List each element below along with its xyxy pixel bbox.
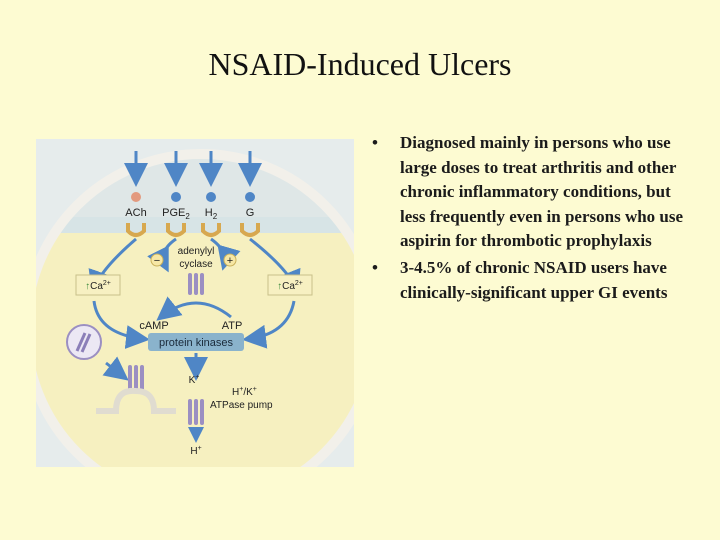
channel-bar-1 [128,365,132,391]
cyclase-bar-2 [194,273,198,295]
receptor-pge: PGE2 [162,207,190,221]
g-ligand [245,192,255,202]
calcium-right-box [267,274,313,296]
cell-outline [36,149,354,467]
receptor-g: G [246,207,255,219]
bullet-text: Diagnosed mainly in persons who use larg… [400,133,684,251]
stimulate-sign: + [227,255,233,267]
bullet-list: • Diagnosed mainly in persons who use la… [370,131,690,307]
pump-bar-2 [194,399,198,425]
membrane-band [36,217,354,235]
vesicle-bar-1 [75,332,87,352]
receptor-ach: ACh [125,207,146,219]
slide-title: NSAID-Induced Ulcers [208,46,512,82]
pump-label-line1: H+/K+ [232,386,257,398]
h-ion-label: H+ [190,445,201,457]
left-calcium-to-kinase-arrow [92,300,150,349]
bullet-marker: • [372,133,378,152]
acid-secretion-diagram: ACh PGE2 H2 G adenylyl cyclase − + ↑Ca2+… [36,139,354,467]
vesicle-bar-2 [80,333,92,353]
protein-kinases-box [148,333,244,351]
cyclase-bar-3 [200,273,204,295]
h2-receptor [201,223,221,237]
bullet-marker: • [372,257,378,277]
bullet-item: • 3-4.5% of chronic NSAID users have cli… [370,256,690,305]
bullet-text: 3-4.5% of chronic NSAID users have clini… [400,257,668,302]
atp-label: ATP [222,320,243,332]
inhibit-sign: − [154,255,160,267]
cyclase-bar-1 [188,273,192,295]
k-ion-label: K+ [189,374,200,386]
calcium-right: ↑Ca2+ [277,280,303,292]
vesicle [66,324,102,360]
channel-bar-2 [134,365,138,391]
calcium-left: ↑Ca2+ [85,280,111,292]
camp-label: cAMP [139,320,168,332]
enzyme-label-line2: cyclase [179,259,213,270]
vesicle-arrow [102,356,129,381]
pge-ligand [171,192,181,202]
bullet-item: • Diagnosed mainly in persons who use la… [370,131,690,254]
ach-receptor [126,223,146,237]
calcium-left-box [75,274,121,296]
pge-receptor [166,223,186,237]
receptor-h2: H2 [205,207,218,221]
atp-to-camp-arrow [156,296,232,321]
pump-bar-3 [200,399,204,425]
stimulate-badge [223,253,237,267]
pump-bar-1 [188,399,192,425]
ach-ligand [131,192,141,202]
h2-ligand [206,192,216,202]
protein-kinases-label: protein kinases [159,337,233,349]
pge-pathway-arrow [147,237,177,273]
inhibit-badge [150,253,164,267]
enzyme-label-line1: adenylyl [178,246,215,257]
g-receptor [240,223,260,237]
channel-bar-3 [140,365,144,391]
right-calcium-to-kinase-arrow [242,300,296,349]
fusion-pit [96,387,176,414]
pump-label-line2: ATPase pump [210,400,273,411]
